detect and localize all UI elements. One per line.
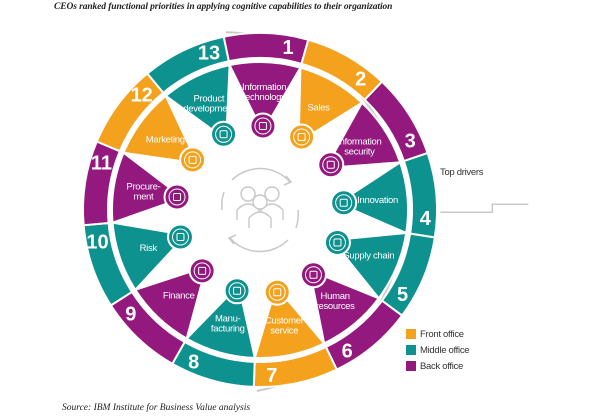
source-note: Source: IBM Institute for Business Value…: [62, 403, 251, 413]
person-head: [264, 186, 280, 202]
robot-arm-icon: [223, 277, 251, 305]
person-head: [240, 186, 256, 202]
dollar-chat-icon: [288, 123, 316, 151]
rank-number: 2: [355, 69, 366, 91]
function-label: Sales: [307, 102, 330, 113]
function-label: service: [270, 325, 298, 336]
function-label: Finance: [163, 291, 195, 302]
headset-agent-icon: [263, 278, 291, 306]
rank-number: 7: [266, 365, 277, 387]
function-label: technology: [243, 92, 287, 103]
rank-segment-13: [145, 35, 230, 95]
rank-number: 9: [125, 303, 136, 325]
search-gear-icon: [163, 183, 191, 211]
chess-knight-icon: [166, 223, 194, 251]
person-head: [252, 194, 268, 210]
function-label: Human: [321, 291, 350, 302]
function-label: Information: [242, 82, 286, 93]
legend-swatch-front: [406, 329, 416, 339]
legend-label: Back office: [420, 360, 463, 372]
legend-item-middle-office: Middle office: [406, 342, 470, 358]
rank-number: 4: [420, 208, 432, 230]
bracket-leader-line: [440, 203, 529, 213]
cycle-arrow-bottom: [229, 237, 289, 253]
legend-item-front-office: Front office: [406, 326, 469, 342]
video-play-icon: [179, 146, 207, 174]
legend: Front office Middle office Back office: [406, 326, 470, 374]
rank-number: 1: [282, 37, 293, 59]
function-label: development: [183, 104, 235, 115]
top-drivers-label: Top drivers: [440, 167, 484, 178]
rank-number: 3: [405, 130, 416, 152]
devices-icon: [249, 112, 277, 140]
lock-icon: [317, 151, 345, 179]
function-label: Risk: [140, 243, 158, 254]
gear-icon: [210, 120, 238, 148]
function-wedge-13: [164, 63, 231, 142]
function-label: security: [344, 146, 375, 157]
legend-label: Middle office: [420, 344, 470, 356]
function-label: Information: [337, 136, 381, 147]
rank-number: 12: [131, 84, 153, 106]
function-label: facturing: [211, 324, 245, 335]
cycle-arrow-top: [231, 167, 291, 183]
rank-number: 10: [86, 232, 108, 254]
people-cycle-icon: [220, 167, 300, 253]
person-heart-icon: [299, 261, 327, 289]
legend-label: Front office: [420, 328, 464, 340]
function-label: Product: [194, 94, 225, 105]
function-label: resources: [316, 301, 356, 312]
function-label: Customer: [265, 315, 304, 326]
function-icons: [163, 112, 358, 306]
function-label: Supply chain: [343, 251, 394, 262]
rank-number: 13: [198, 43, 220, 65]
rank-segment-1: [222, 32, 310, 66]
function-wedges: InformationtechnologySalesInformationsec…: [111, 61, 409, 359]
function-label: ment: [133, 192, 154, 203]
legend-swatch-middle: [406, 345, 416, 355]
person-body: [248, 211, 272, 228]
function-label: Marketing: [146, 135, 185, 146]
function-label: Procure-: [126, 182, 160, 193]
rank-number: 8: [188, 352, 199, 374]
chart-coin-icon: [188, 257, 216, 285]
function-label: Innovation: [357, 195, 398, 206]
rank-number: 5: [397, 284, 408, 306]
rank-number: 11: [91, 153, 112, 175]
rank-number: 6: [342, 341, 353, 363]
truck-icon: [323, 229, 351, 257]
chart-title: CEOs ranked functional priorities in app…: [54, 2, 393, 12]
function-label: Manu-: [215, 314, 241, 325]
rocket-icon: [330, 189, 358, 217]
legend-swatch-back: [406, 361, 416, 371]
legend-item-back-office: Back office: [406, 358, 469, 374]
